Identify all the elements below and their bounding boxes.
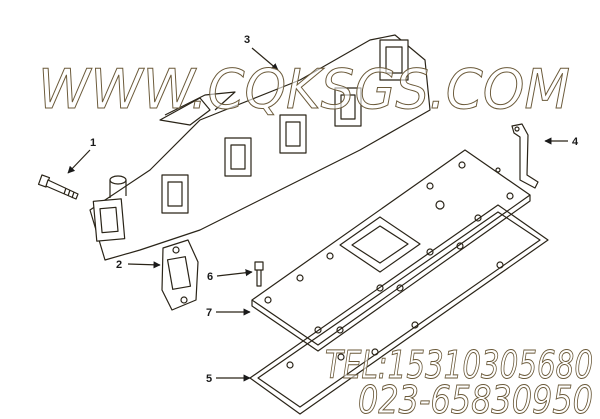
manifold-port-flanges [92, 39, 409, 242]
callout-1: 1 [67, 137, 96, 174]
svg-text:023-65830950: 023-65830950 [358, 378, 593, 419]
callout-7: 7 [206, 307, 251, 319]
svg-text:5: 5 [206, 373, 212, 385]
callout-2: 2 [116, 259, 161, 271]
svg-text:TEL:15310305680: TEL:15310305680 [325, 343, 593, 387]
callout-4: 4 [544, 136, 579, 148]
watermark: WWW.CQKSGS.COM TEL:15310305680 023-65830… [38, 58, 594, 419]
svg-text:7: 7 [206, 307, 212, 319]
exhaust-manifold [89, 34, 431, 261]
svg-text:1: 1 [90, 137, 96, 149]
svg-text:2: 2 [116, 259, 122, 271]
callout-5: 5 [206, 373, 251, 385]
svg-text:6: 6 [207, 271, 213, 283]
callout-3: 3 [244, 34, 279, 71]
cover-gasket-holes [286, 242, 504, 369]
cover-plate-holes [264, 161, 514, 334]
capscrew [37, 174, 79, 200]
cover-plate [251, 149, 531, 352]
manifold-gasket [161, 239, 199, 311]
svg-text:4: 4 [572, 136, 579, 148]
cover-gasket [249, 204, 549, 415]
svg-text:WWW.CQKSGS.COM: WWW.CQKSGS.COM [38, 58, 570, 121]
svg-text:3: 3 [244, 34, 250, 46]
bracket [511, 123, 539, 189]
screw [254, 261, 264, 287]
callout-6: 6 [207, 269, 253, 283]
